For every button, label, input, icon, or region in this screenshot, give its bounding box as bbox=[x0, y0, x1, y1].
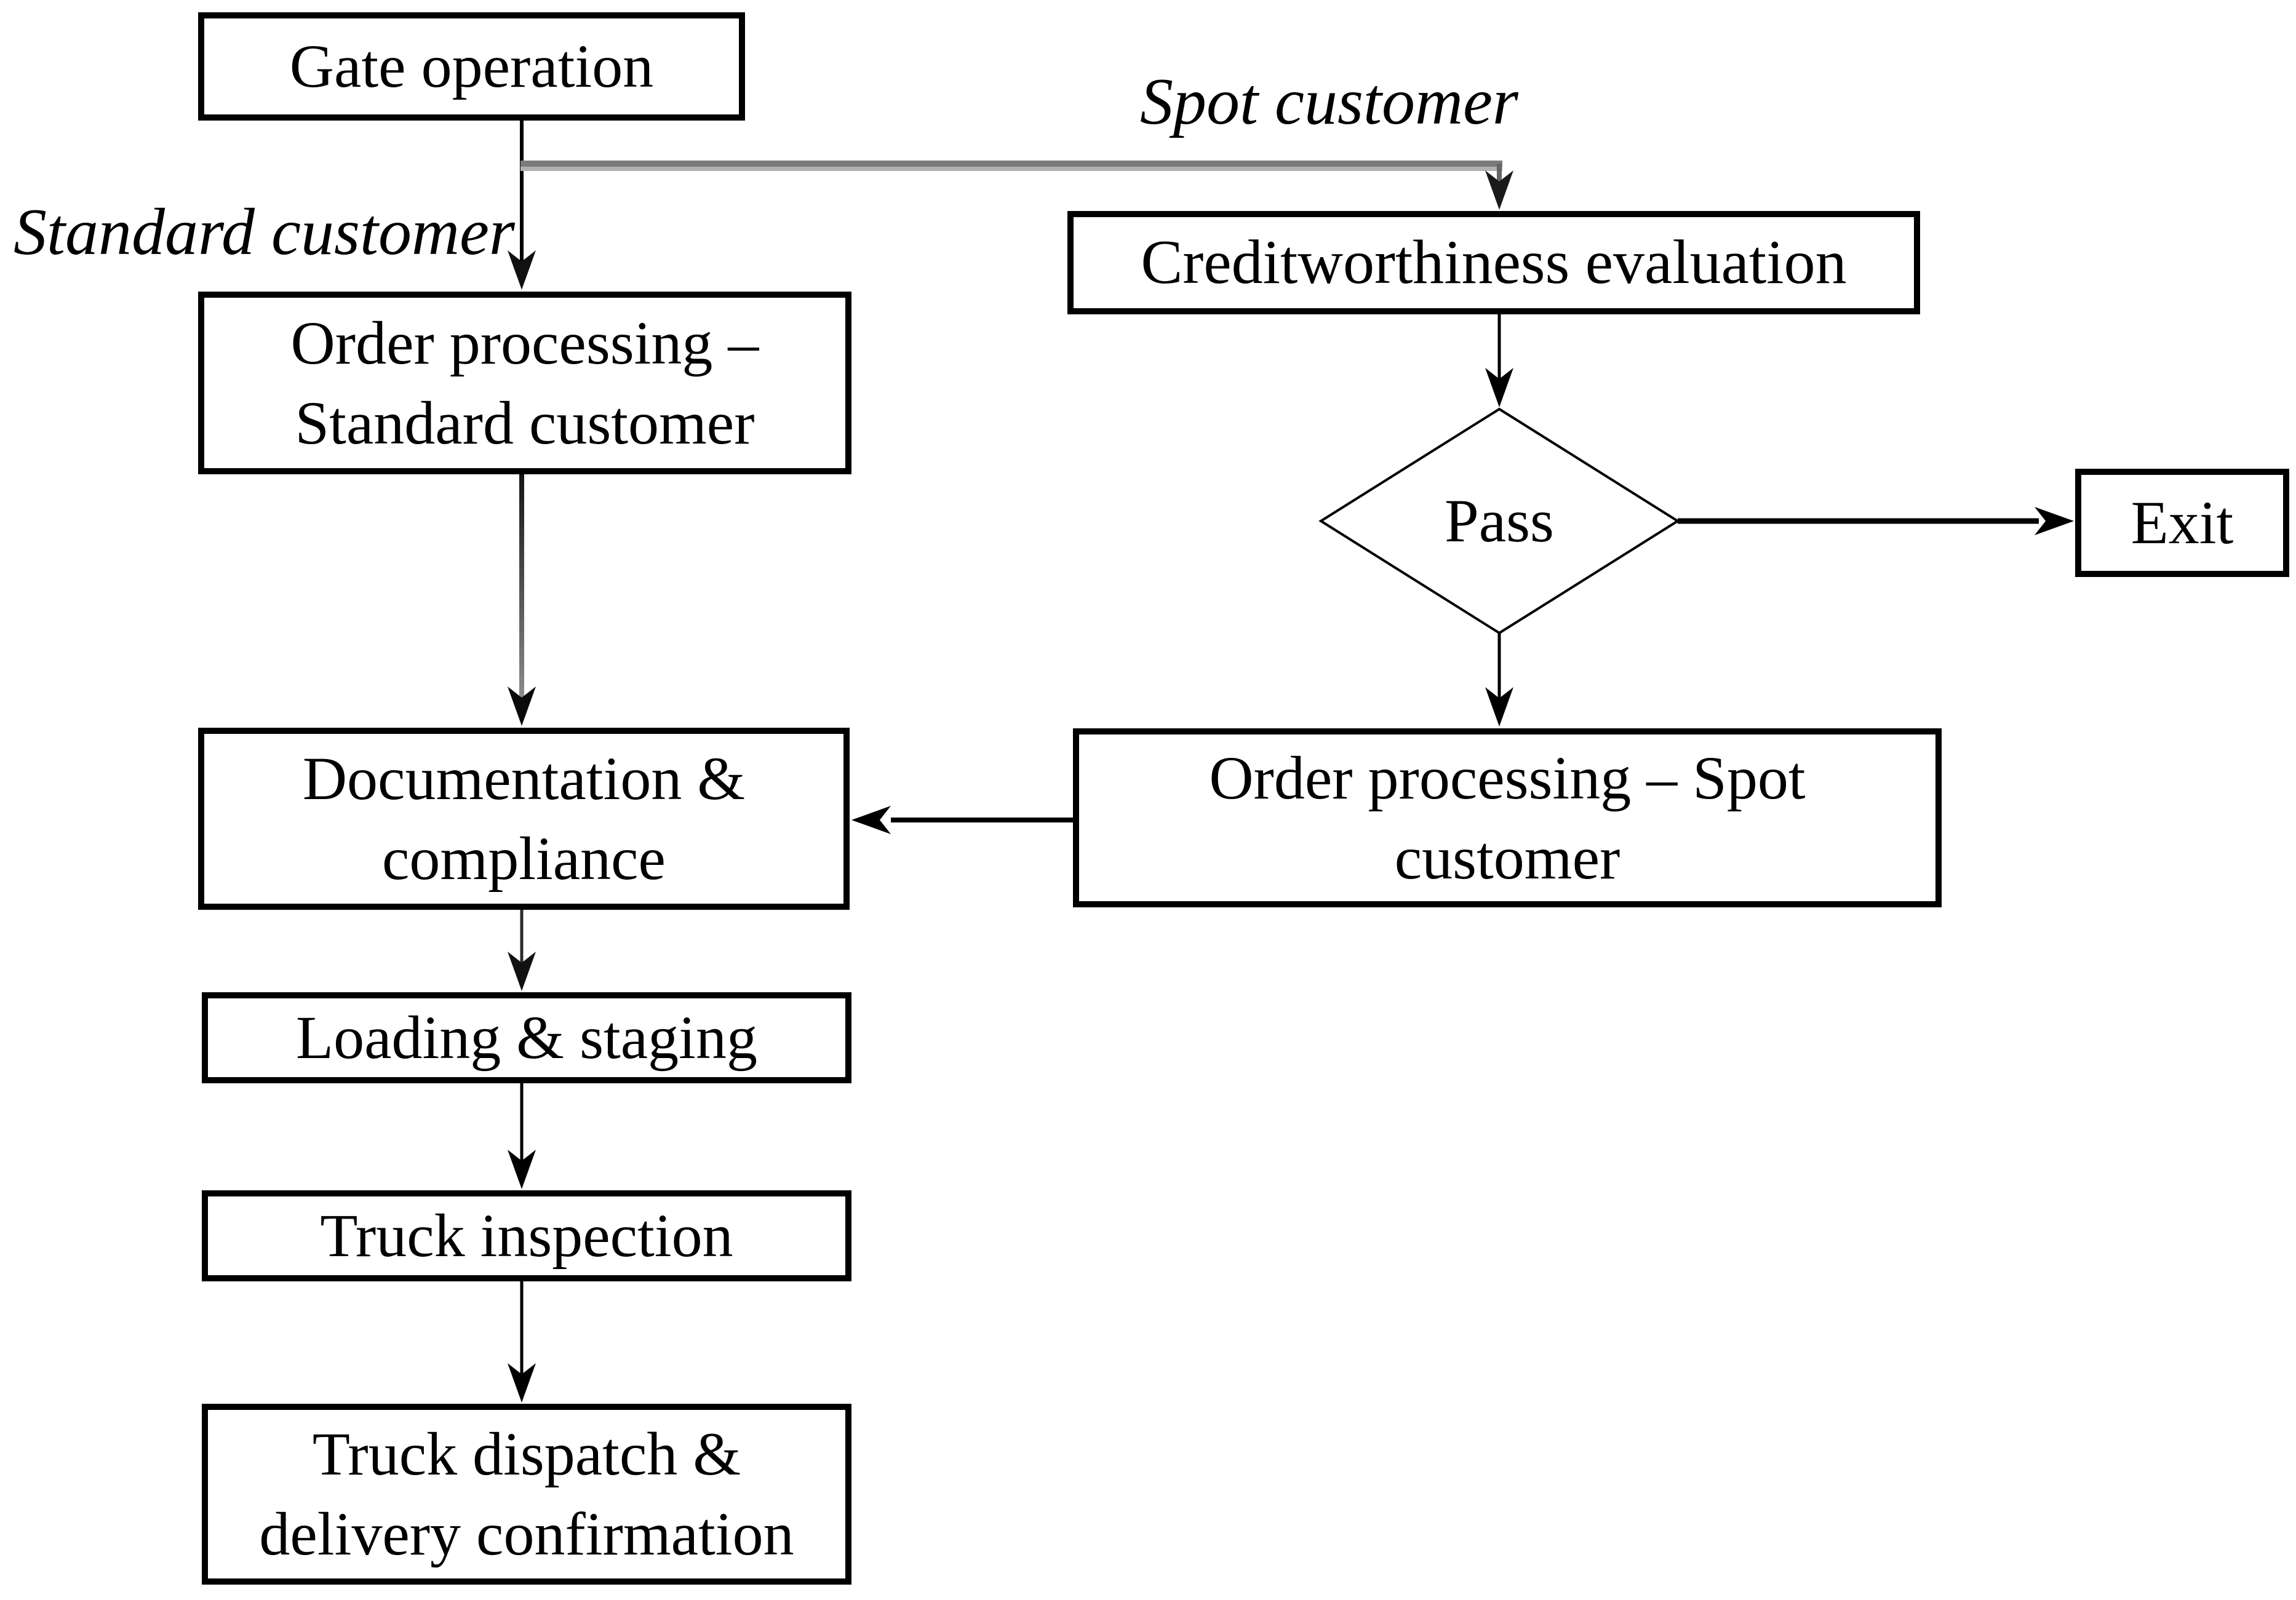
edge-order-spot-to-documentation-arrowhead bbox=[851, 806, 891, 834]
edge-documentation-to-loading-arrowhead bbox=[508, 952, 536, 991]
edge-order-standard-to-documentation-arrowhead bbox=[508, 687, 536, 726]
edge-credit-to-pass-arrowhead bbox=[1485, 368, 1513, 407]
node-truck-dispatch-delivery-label: Truck dispatch & delivery confirmation bbox=[259, 1420, 794, 1568]
node-creditworthiness-evaluation: Creditworthiness evaluation bbox=[1067, 211, 1920, 314]
edge-pass-to-order-spot-arrowhead bbox=[1485, 687, 1513, 726]
edge-label-standard-customer: Standard customer bbox=[14, 196, 515, 269]
node-documentation-compliance: Documentation & compliance bbox=[198, 728, 850, 910]
edge-loading-to-inspection-arrowhead bbox=[508, 1150, 536, 1189]
node-loading-staging-label: Loading & staging bbox=[296, 1003, 757, 1072]
node-exit-label: Exit bbox=[2131, 488, 2234, 557]
node-order-processing-spot: Order processing – Spot customer bbox=[1073, 728, 1942, 907]
edge-gate-to-order-standard-arrowhead bbox=[508, 250, 536, 290]
node-pass-decision: Pass bbox=[1321, 409, 1678, 633]
node-loading-staging: Loading & staging bbox=[202, 992, 851, 1083]
node-order-processing-spot-label: Order processing – Spot customer bbox=[1209, 743, 1806, 892]
node-order-processing-standard: Order processing – Standard customer bbox=[198, 292, 851, 474]
node-gate-operation-label: Gate operation bbox=[289, 32, 654, 100]
edge-inspection-to-dispatch-arrowhead bbox=[508, 1363, 536, 1403]
node-truck-dispatch-delivery: Truck dispatch & delivery confirmation bbox=[202, 1404, 851, 1585]
edge-gate-to-credit-arrowhead bbox=[1485, 170, 1513, 210]
node-gate-operation: Gate operation bbox=[198, 12, 745, 121]
edge-pass-to-exit-arrowhead bbox=[2035, 507, 2074, 535]
node-order-processing-standard-label: Order processing – Standard customer bbox=[290, 308, 759, 457]
edge-gate-to-credit-line-light bbox=[520, 167, 1502, 171]
edge-gate-to-credit-line-dark bbox=[520, 161, 1502, 167]
node-truck-inspection-label: Truck inspection bbox=[320, 1201, 733, 1270]
edge-label-spot-customer: Spot customer bbox=[1140, 65, 1518, 138]
node-truck-inspection: Truck inspection bbox=[202, 1190, 851, 1281]
node-creditworthiness-evaluation-label: Creditworthiness evaluation bbox=[1141, 227, 1847, 297]
node-exit: Exit bbox=[2075, 469, 2289, 577]
node-documentation-compliance-label: Documentation & compliance bbox=[302, 744, 746, 893]
node-pass-decision-label: Pass bbox=[1445, 487, 1554, 555]
